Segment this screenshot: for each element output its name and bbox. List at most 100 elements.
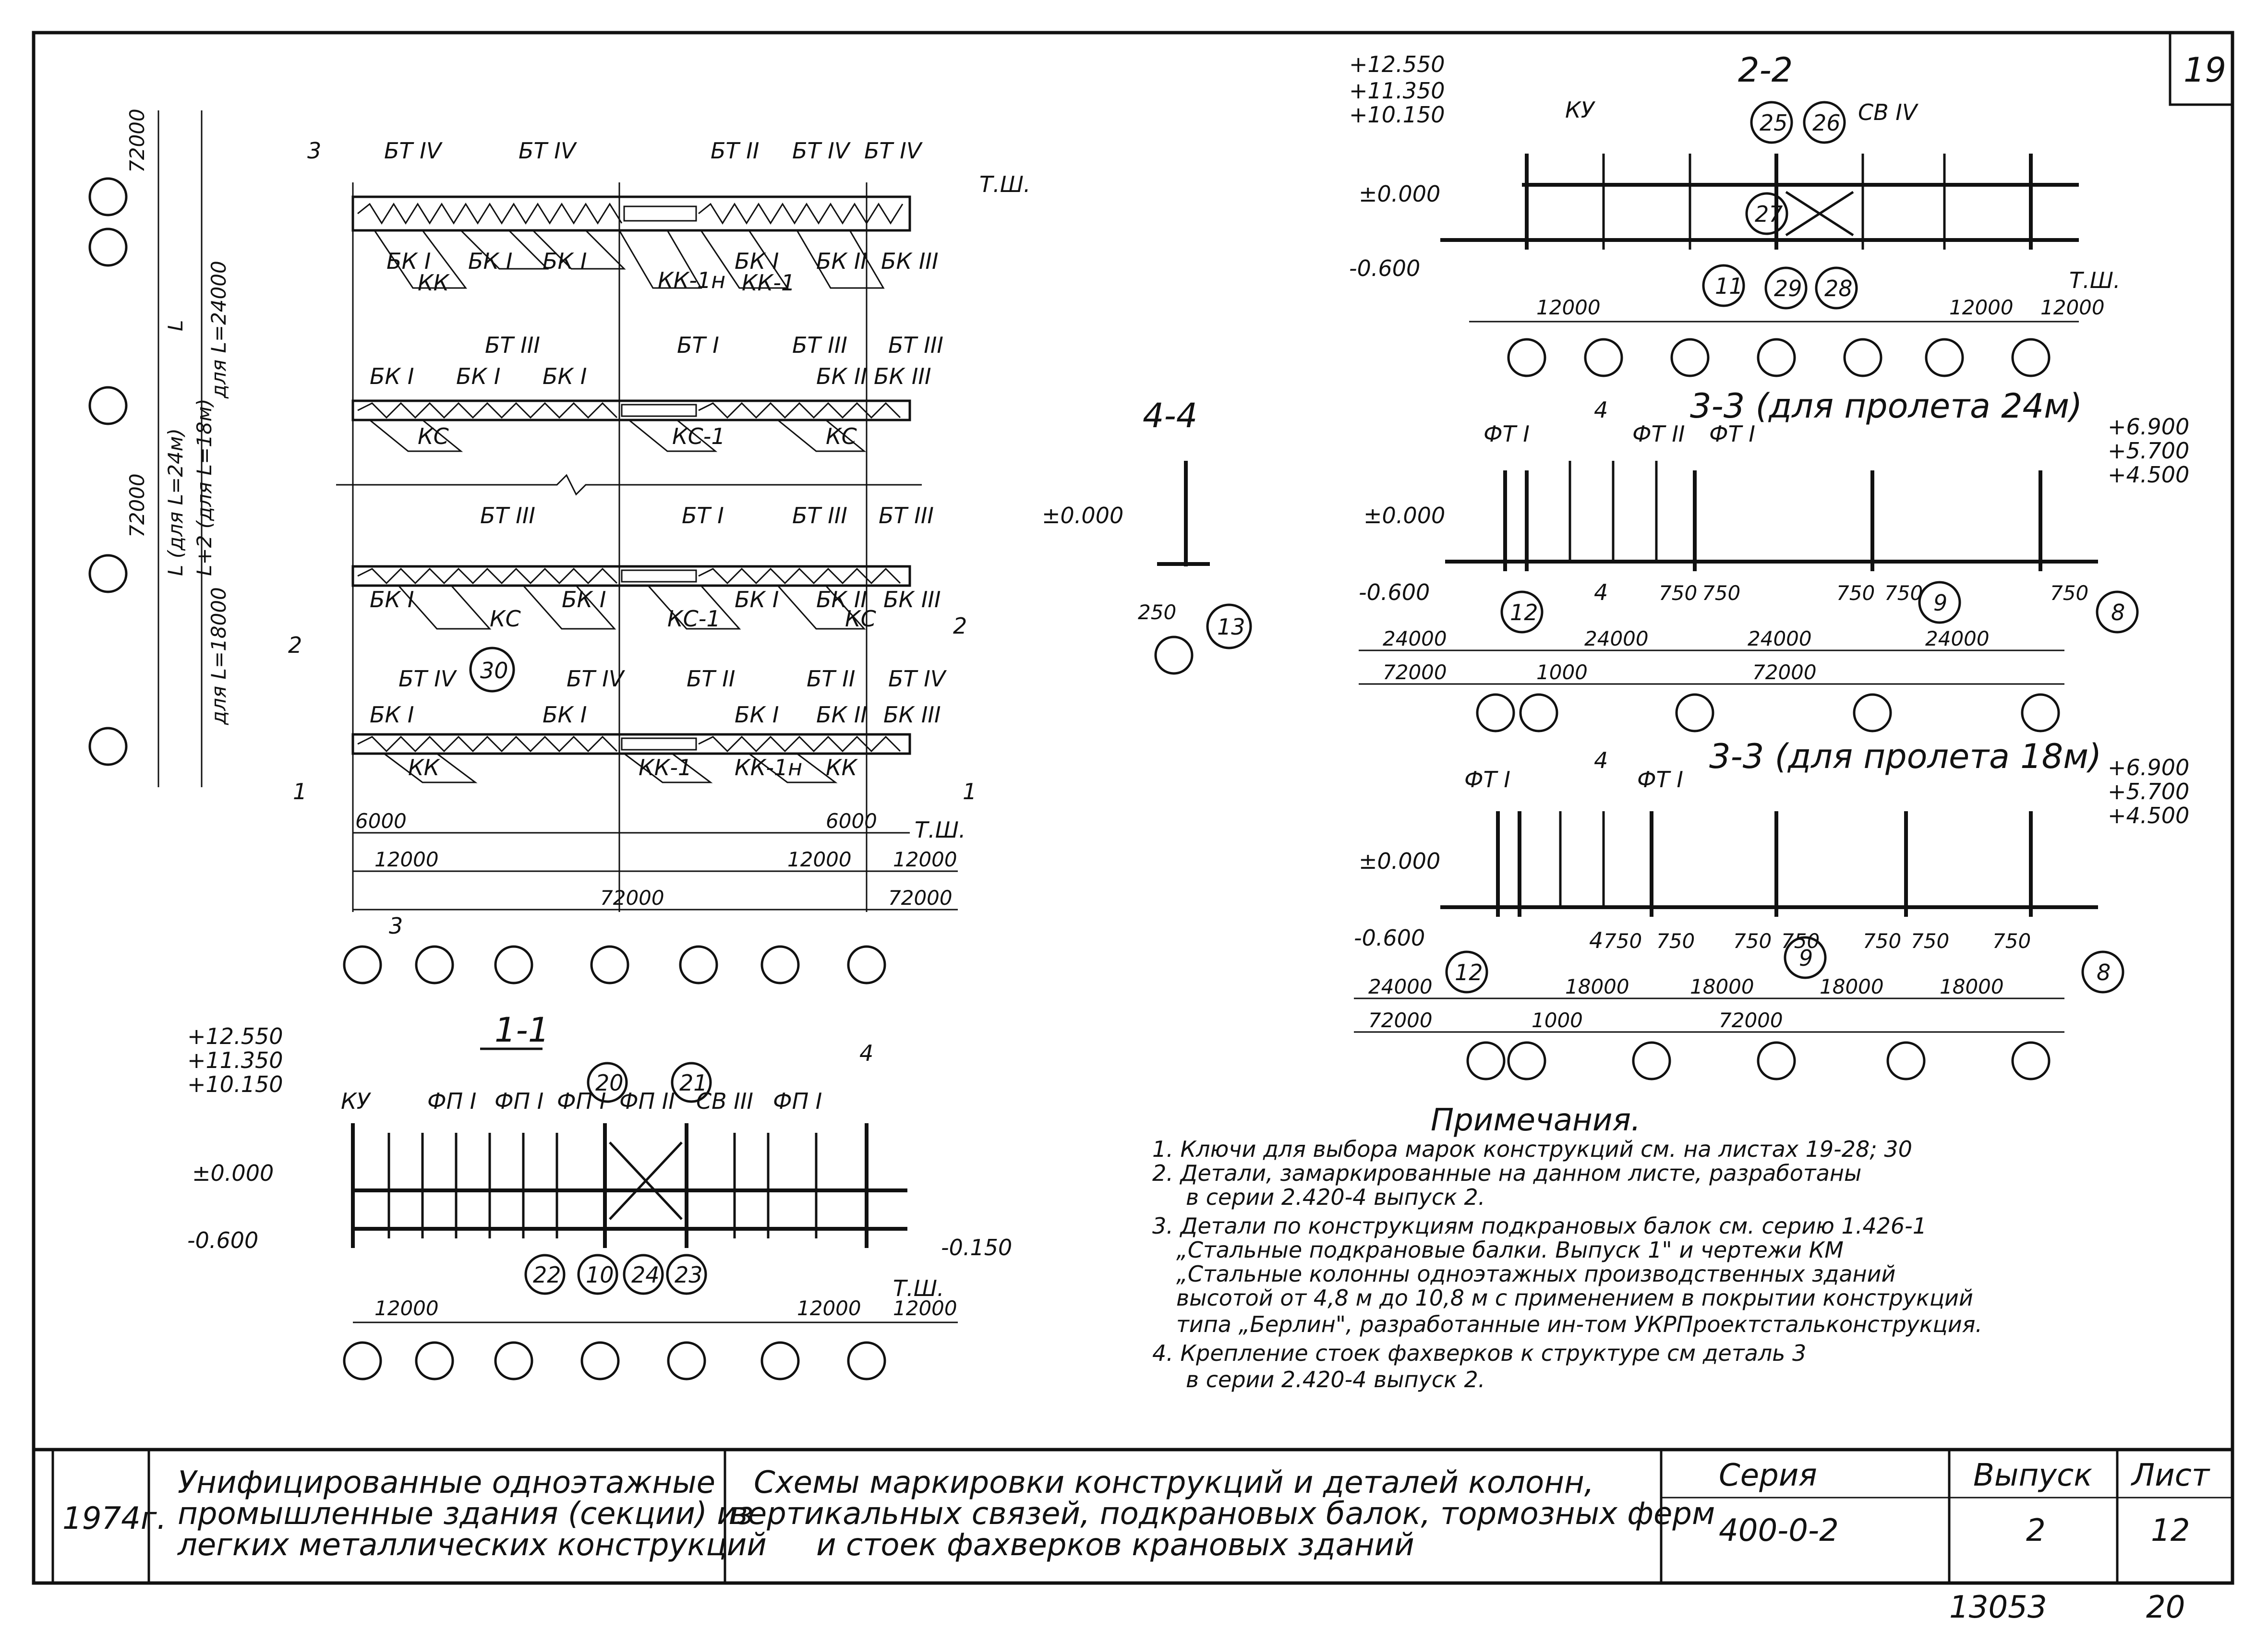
dim-text: 1000 xyxy=(1536,660,1588,684)
dim-text: 24000 xyxy=(1584,627,1649,650)
year: 1974г. xyxy=(62,1501,167,1536)
dim-text: 12000 xyxy=(2040,296,2105,319)
axis-circle xyxy=(88,177,128,216)
sheet-number: 19 xyxy=(2184,50,2226,90)
label: ФП I xyxy=(773,1088,822,1114)
level-mark: +6.900 xyxy=(2108,414,2189,440)
label-bk: БК III xyxy=(881,248,939,274)
section-marker: 1 xyxy=(293,779,307,804)
section-3-3-24m: 3-3 (для пролета 24м) ФТ I ФТ II ФТ I 4 … xyxy=(1359,386,2189,732)
note-line: „Стальные колонны одноэтажных производст… xyxy=(1176,1261,1895,1287)
dim-text: 24000 xyxy=(1368,975,1433,998)
dim-text: 250 xyxy=(1138,600,1176,624)
dim-text: 72000 xyxy=(600,886,664,910)
label-kk: КК-1н xyxy=(658,267,725,293)
label-bt: БТ I xyxy=(677,332,719,358)
label-bt: БТ IV xyxy=(888,666,947,692)
dim-text: 18000 xyxy=(1820,975,1884,998)
label-bk: БК I xyxy=(562,587,606,612)
dim-text: 750 xyxy=(1911,929,1949,953)
dim-text: 12000 xyxy=(787,848,852,871)
callout-number: 9 xyxy=(1799,945,1813,971)
dim-text: 6000 xyxy=(355,809,407,833)
axis-circle xyxy=(343,945,382,984)
label-bt: БТ III xyxy=(485,332,540,358)
section-title: 3-3 (для пролета 18м) xyxy=(1709,737,2101,776)
level-mark: -0.600 xyxy=(1359,579,1430,605)
level-mark: ±0.000 xyxy=(1042,503,1123,528)
note-line: в серии 2.420-4 выпуск 2. xyxy=(1186,1184,1485,1210)
label-bk: БК I xyxy=(370,587,414,612)
label-bt: БТ IV xyxy=(792,138,851,164)
dim-text: 750 xyxy=(1884,581,1923,605)
dim-text: 72000 xyxy=(1368,1008,1433,1032)
dim-text: L (для L=24м) xyxy=(164,428,187,576)
label: Т.Ш. xyxy=(893,1275,944,1301)
sheet-value: 12 xyxy=(2151,1513,2190,1548)
section-marker: 4 xyxy=(1594,747,1608,773)
note-line: 2. Детали, замаркированные на данном лис… xyxy=(1152,1160,1861,1186)
footer-code: 13053 xyxy=(1949,1590,2047,1625)
callout-number: 27 xyxy=(1755,201,1783,227)
sheet-frame xyxy=(32,31,2234,1585)
break-line xyxy=(336,474,922,496)
label-kk: КК xyxy=(418,270,450,296)
label-kk: КК-1н xyxy=(735,755,802,780)
label: СВ IV xyxy=(1858,99,1919,125)
label-bt: БТ III xyxy=(792,332,847,358)
dim-text: 750 xyxy=(1659,581,1697,605)
callout-number: 28 xyxy=(1824,276,1853,301)
label-bk: БК III xyxy=(883,587,941,612)
note-line: 3. Детали по конструкциям подкрановых ба… xyxy=(1152,1213,1927,1239)
dim-text: 24000 xyxy=(1383,627,1447,650)
label: КУ xyxy=(341,1088,372,1114)
label-bk: БК I xyxy=(543,363,587,389)
level-mark: +12.550 xyxy=(1349,51,1445,77)
label-bk: БК I xyxy=(735,248,779,274)
label-bt: БТ I xyxy=(682,503,724,528)
axis-circle xyxy=(679,945,718,984)
label: ФТ I xyxy=(1637,767,1683,792)
label-kk: КК-1 xyxy=(639,755,692,780)
label-bt: БТ III xyxy=(480,503,535,528)
section-1-1: 1-1 +12.550 +11.350 +10.150 ±0.000 -0.60… xyxy=(187,1010,1012,1380)
dim-text: 12000 xyxy=(893,848,957,871)
dim-text: 750 xyxy=(1702,581,1740,605)
label: ФТ I xyxy=(1709,421,1755,447)
dim-text: 6000 xyxy=(826,809,877,833)
label: Т.Ш. xyxy=(2069,267,2121,293)
label-kk: КК xyxy=(408,755,441,780)
label-tsh: Т.Ш. xyxy=(915,817,966,843)
axis-circle xyxy=(590,945,629,984)
series-label: Серия xyxy=(1719,1458,1817,1493)
section-title: 2-2 xyxy=(1738,50,1793,90)
label-kk: КК xyxy=(826,755,858,780)
label: ФП I xyxy=(495,1088,543,1114)
dim-text: 18000 xyxy=(1565,975,1629,998)
level-mark: +6.900 xyxy=(2108,755,2189,780)
project-line: легких металлических конструкций xyxy=(177,1527,767,1563)
dim-text: 750 xyxy=(1733,929,1772,953)
level-mark: ±0.000 xyxy=(1363,503,1445,528)
dim-text: 750 xyxy=(1992,929,2031,953)
label-kc: КС xyxy=(826,423,857,449)
callout-number: 29 xyxy=(1774,276,1802,301)
label-bt: БТ IV xyxy=(384,138,443,164)
note-line: 4. Крепление стоек фахверков к структуре… xyxy=(1152,1340,1806,1366)
section-marker: 4 xyxy=(1594,397,1608,423)
label-bk: БК I xyxy=(543,702,587,728)
label-bk: БК I xyxy=(543,248,587,274)
section-2-2: 2-2 +12.550 +11.350 +10.150 ±0.000 -0.60… xyxy=(1349,50,2121,377)
dim-text: 750 xyxy=(1836,581,1875,605)
level-mark: +11.350 xyxy=(187,1047,283,1073)
note-line: „Стальные подкрановые балки. Выпуск 1" и… xyxy=(1176,1237,1844,1263)
callout-number: 24 xyxy=(631,1262,660,1288)
label-kc: КС-1 xyxy=(672,423,725,449)
callout-number: 8 xyxy=(2097,960,2111,985)
callout-number: 30 xyxy=(480,658,508,684)
label: ФП II xyxy=(619,1088,675,1114)
issue-label: Выпуск xyxy=(1973,1458,2092,1493)
dim-text: 750 xyxy=(1604,929,1642,953)
label-bk: БК II xyxy=(816,363,867,389)
